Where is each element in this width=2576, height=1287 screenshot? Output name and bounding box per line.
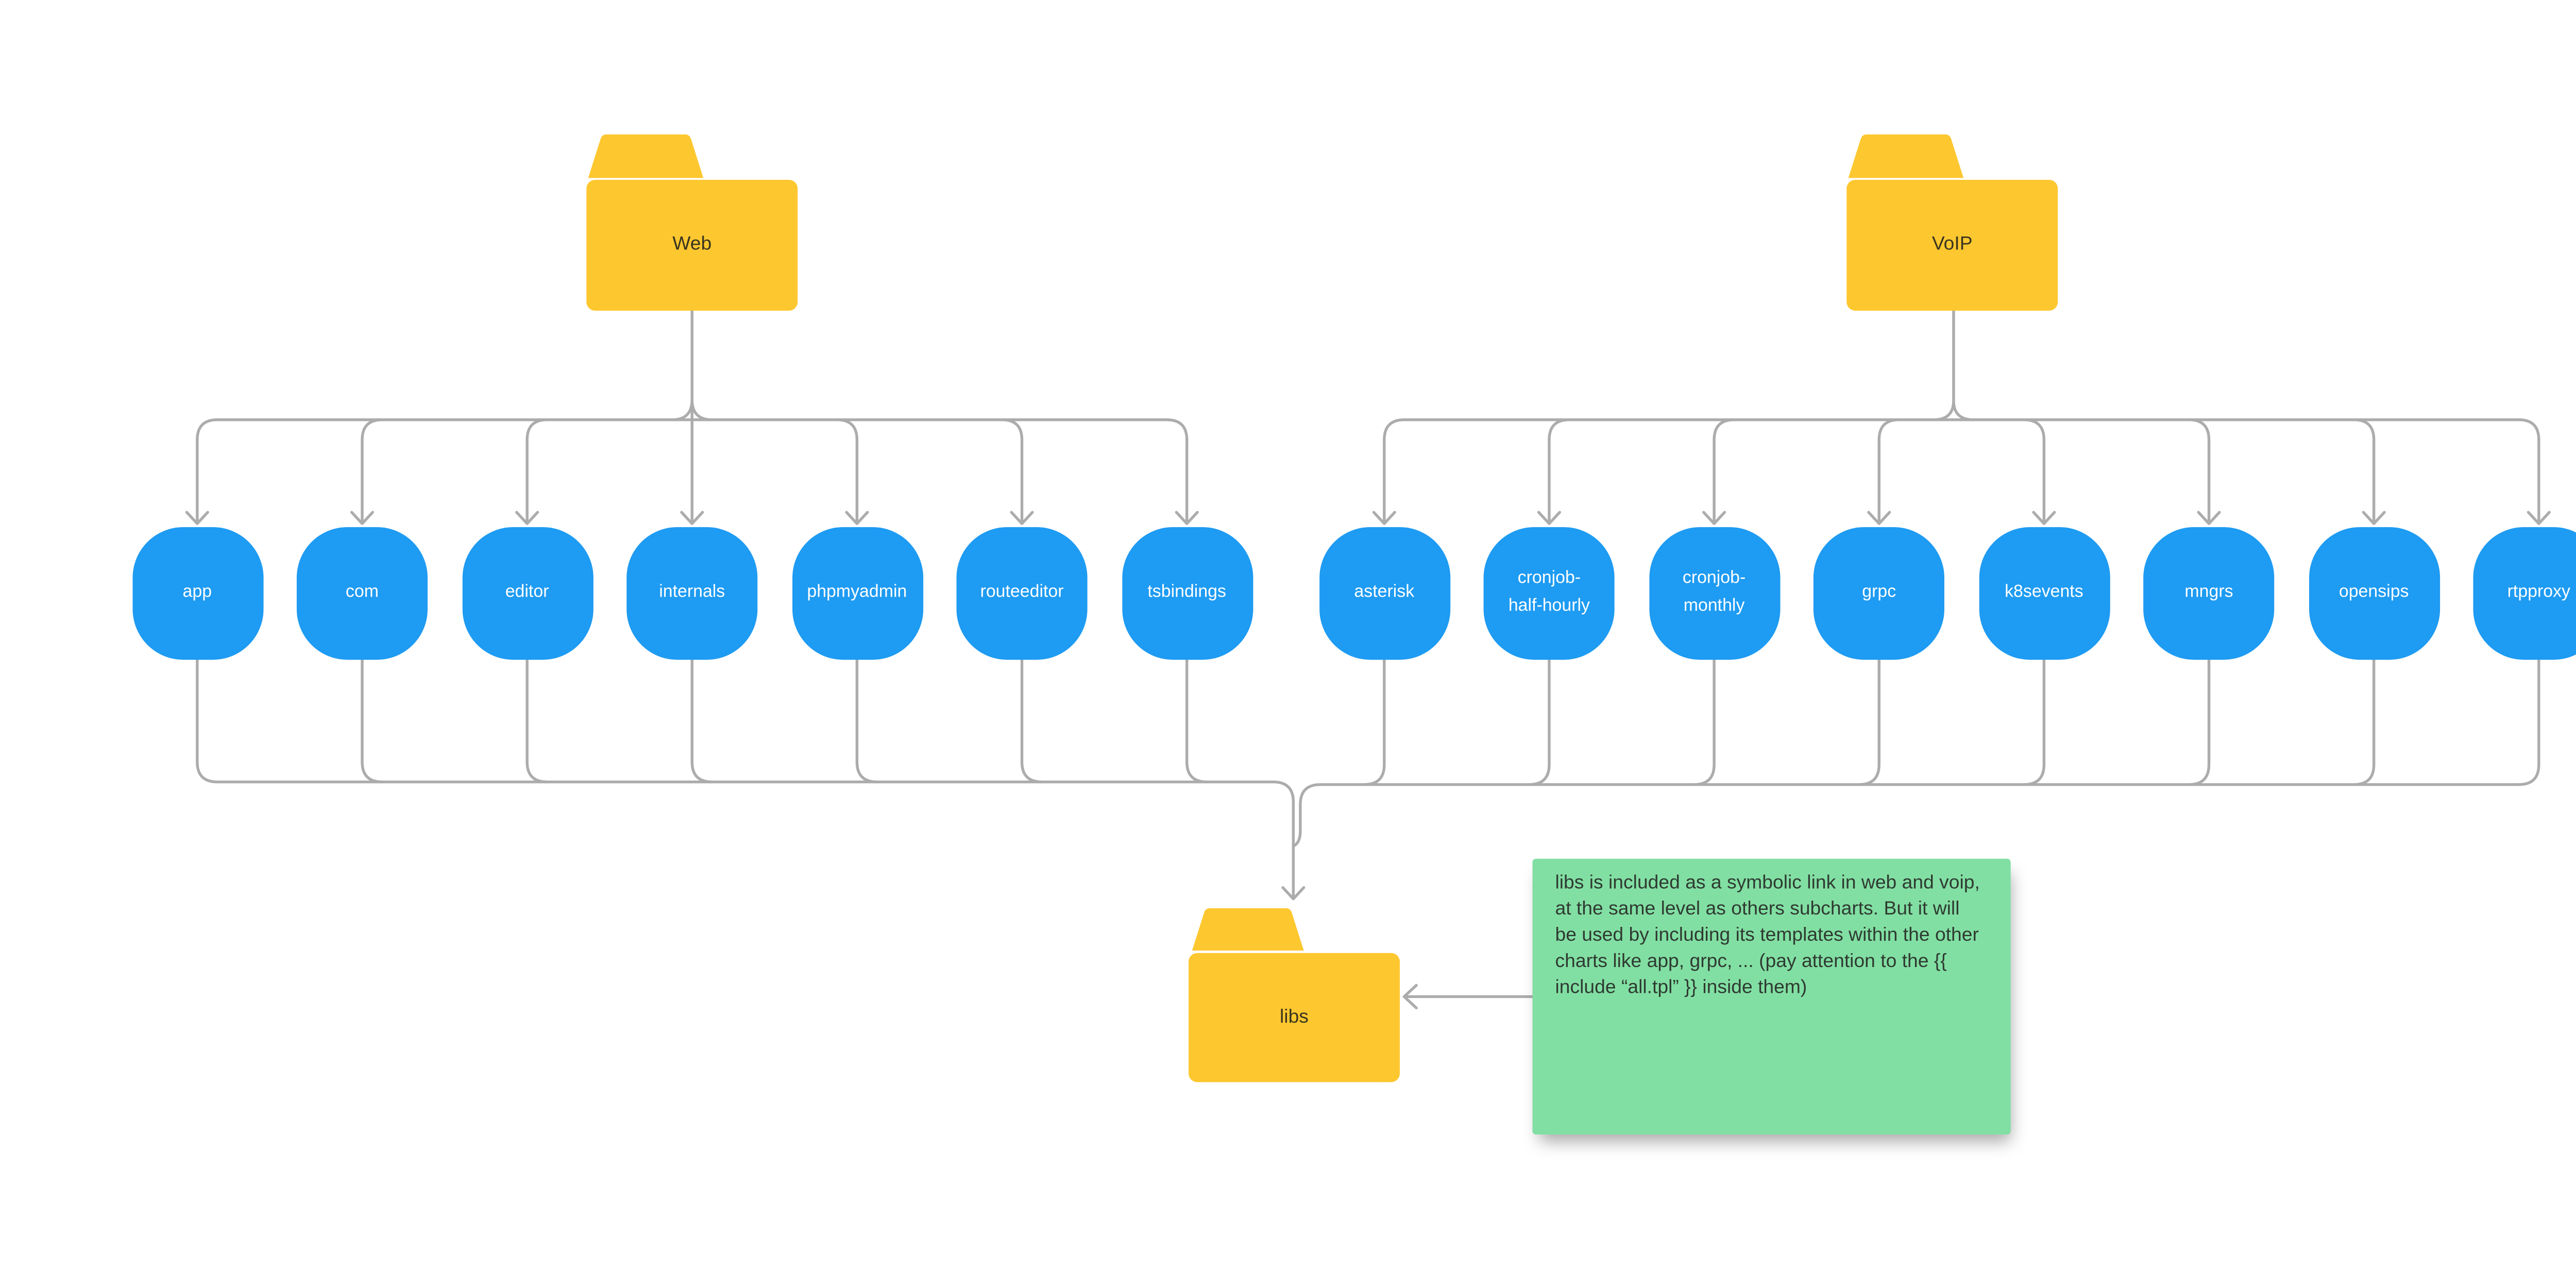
node-grpc[interactable]: grpc <box>1814 527 1945 660</box>
note-line: at the same level as others subcharts. B… <box>1555 899 1960 920</box>
merge-bus-left-arrow-to-libs <box>216 780 1306 901</box>
node-mngrs[interactable]: mngrs <box>2143 527 2275 660</box>
note-line: libs is included as a symbolic link in w… <box>1555 872 1980 894</box>
drop-rtpproxy <box>2517 658 2540 786</box>
node-opensips[interactable]: opensips <box>2308 527 2439 660</box>
note-line: charts like app, grpc, ... (pay attentio… <box>1555 952 1947 973</box>
sticky-note-libs-explanation[interactable]: libs is included as a symbolic link in w… <box>1532 858 2010 1135</box>
folder-tab-icon <box>1191 908 1303 951</box>
arrow-voip-to-grpc <box>1867 418 1901 526</box>
node-routeeditor[interactable]: routeeditor <box>956 527 1088 660</box>
node-editor[interactable]: editor <box>462 527 593 660</box>
folder-libs-label: libs <box>1280 1006 1309 1027</box>
arrow-web-to-com <box>350 418 384 526</box>
folder-web-label: Web <box>672 233 712 255</box>
folder-web-body: Web <box>586 179 798 311</box>
drop-cronjob-monthly <box>1692 658 1716 786</box>
node-rtpproxy-label: rtpproxy <box>2507 583 2571 602</box>
voip-fanout-connectors <box>1372 309 2551 526</box>
node-phpmyadmin-label: phpmyadmin <box>807 583 907 602</box>
merge-bus-right <box>1293 783 2520 848</box>
node-editor-label: editor <box>505 583 549 602</box>
node-k8sevents[interactable]: k8sevents <box>1978 527 2110 660</box>
drop-cronjob-half-hourly <box>1528 658 1551 786</box>
drop-app <box>196 658 219 784</box>
node-com[interactable]: com <box>296 527 428 660</box>
arrow-voip-to-opensips <box>2352 418 2386 526</box>
arrow-voip-to-asterisk <box>1372 438 1396 526</box>
drop-tsbindings <box>1185 658 1209 784</box>
folder-voip-body: VoIP <box>1846 179 2058 311</box>
arrow-web-to-internals <box>670 309 714 526</box>
folder-voip[interactable]: VoIP <box>1846 134 2058 311</box>
merge-to-libs-connectors <box>196 658 2540 901</box>
node-tsbindings[interactable]: tsbindings <box>1121 527 1252 660</box>
node-rtpproxy[interactable]: rtpproxy <box>2473 527 2576 660</box>
node-cronjob-half-hourly[interactable]: cronjob- half-hourly <box>1483 527 1615 660</box>
node-grpc-label: grpc <box>1862 583 1896 602</box>
folder-libs-body: libs <box>1189 953 1400 1082</box>
note-line: include “all.tpl” }} inside them) <box>1555 978 1807 1000</box>
drop-editor <box>526 658 549 784</box>
arrow-voip-to-rtpproxy <box>2527 438 2551 526</box>
node-asterisk[interactable]: asterisk <box>1318 527 1450 660</box>
arrow-web-to-app <box>185 438 209 526</box>
node-cronjob-monthly[interactable]: cronjob- monthly <box>1649 527 1780 660</box>
node-asterisk-label: asterisk <box>1354 583 1415 602</box>
node-com-label: com <box>345 583 379 602</box>
drop-grpc <box>1857 658 1880 786</box>
arrow-voip-to-cronjob-monthly <box>1702 418 1736 526</box>
folder-tab-icon <box>1848 134 1964 178</box>
arrow-web-to-tsbindings <box>1175 438 1199 526</box>
drop-asterisk <box>1363 658 1386 786</box>
web-fanout-connectors <box>185 309 1199 526</box>
arrow-note-to-libs <box>1402 984 1534 1010</box>
voip-trunk <box>1932 309 1975 421</box>
arrow-voip-to-mngrs <box>2187 418 2221 526</box>
node-mngrs-label: mngrs <box>2184 583 2233 602</box>
arrow-web-to-phpmyadmin <box>835 418 869 526</box>
node-cronjob-half-hourly-label: cronjob- half-hourly <box>1508 569 1590 616</box>
web-fanout-bus <box>196 418 1189 442</box>
drop-mngrs <box>2187 658 2211 786</box>
arrow-voip-to-cronjob-half-hourly <box>1537 418 1571 526</box>
voip-fanout-bus <box>1383 418 2540 442</box>
node-app-label: app <box>182 583 212 602</box>
node-cronjob-monthly-label: cronjob- monthly <box>1682 569 1746 616</box>
node-k8sevents-label: k8sevents <box>2005 583 2083 602</box>
folder-voip-label: VoIP <box>1931 233 1973 255</box>
note-line: be used by including its templates withi… <box>1555 925 1979 946</box>
arrow-voip-to-k8sevents <box>2022 418 2056 526</box>
node-internals[interactable]: internals <box>626 527 758 660</box>
node-opensips-label: opensips <box>2338 583 2409 602</box>
arrow-web-to-routeeditor <box>1000 418 1034 526</box>
node-app[interactable]: app <box>131 527 263 660</box>
drop-phpmyadmin <box>855 658 879 784</box>
node-routeeditor-label: routeeditor <box>980 583 1064 602</box>
folder-web[interactable]: Web <box>586 134 798 311</box>
arrow-web-to-editor <box>515 418 549 526</box>
node-phpmyadmin[interactable]: phpmyadmin <box>791 527 923 660</box>
drop-routeeditor <box>1020 658 1044 784</box>
folder-tab-icon <box>588 134 704 178</box>
node-internals-label: internals <box>659 583 725 602</box>
node-tsbindings-label: tsbindings <box>1147 583 1226 602</box>
drop-com <box>361 658 384 784</box>
drop-k8sevents <box>2022 658 2046 786</box>
drop-opensips <box>2352 658 2376 786</box>
drop-internals <box>690 658 714 784</box>
folder-libs[interactable]: libs <box>1189 908 1400 1083</box>
